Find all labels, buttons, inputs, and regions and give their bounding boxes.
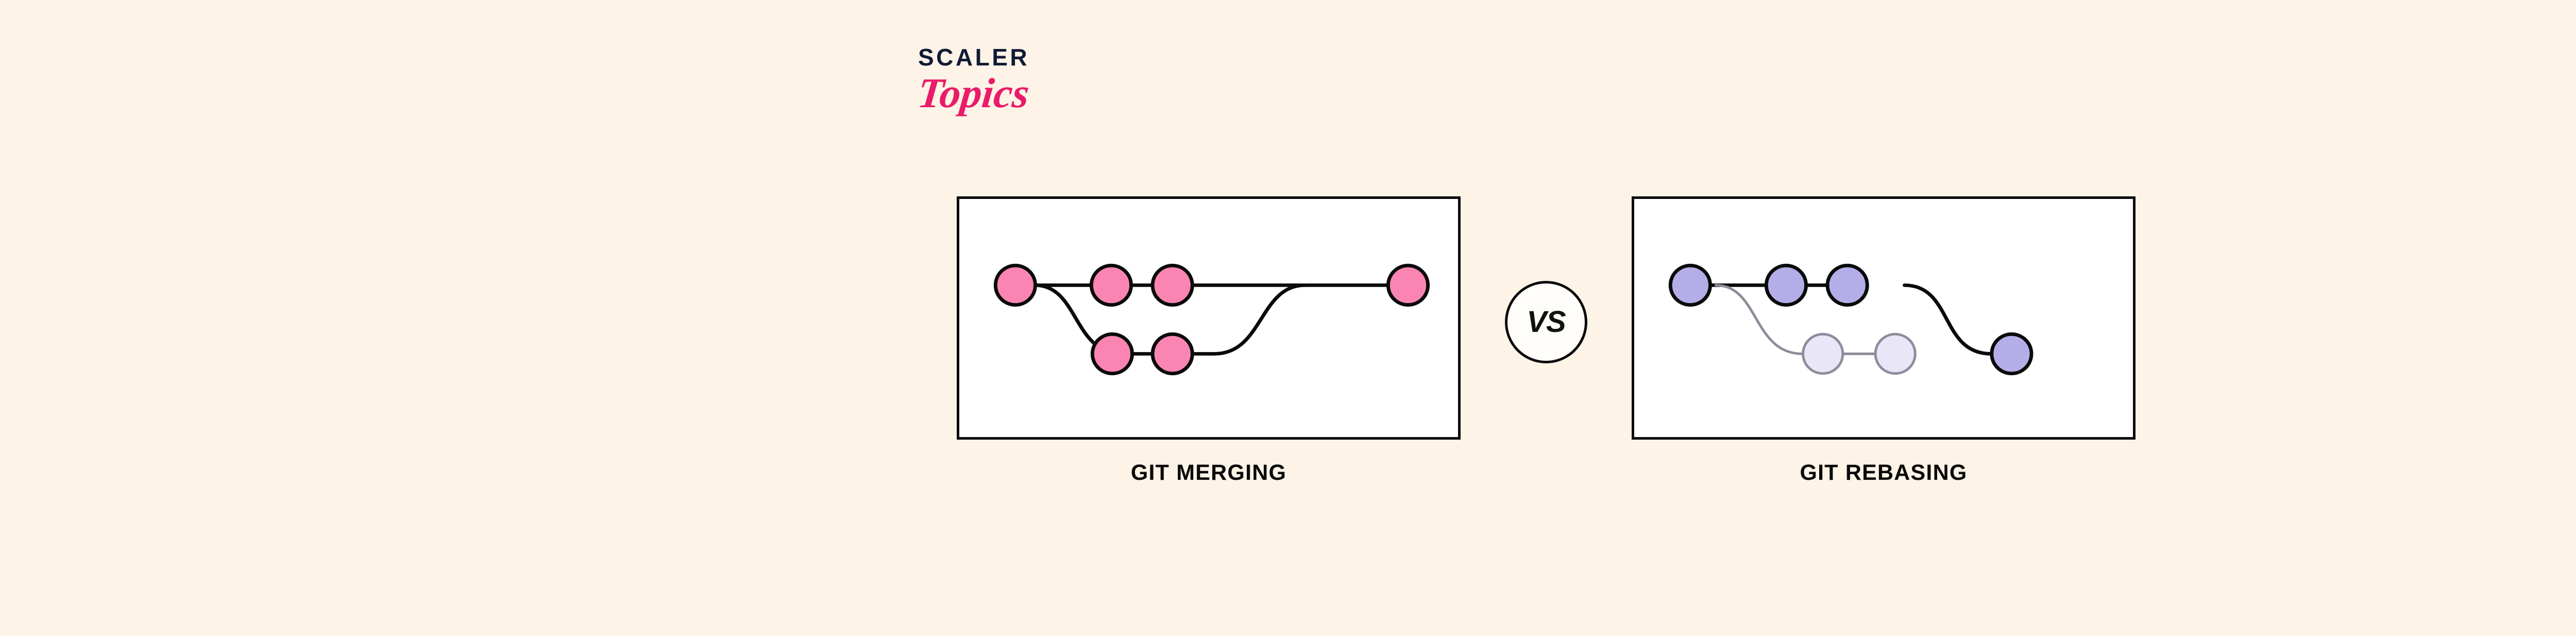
diagram-panel-git-rebasing	[1632, 196, 2136, 440]
commit-node-feature-2	[1150, 332, 1194, 376]
ghost-commit-node-2	[1874, 332, 1917, 375]
ghost-commit-node-1	[1802, 332, 1844, 375]
commit-node-main-2	[1764, 263, 1808, 307]
logo-wordmark-topics: Topics	[915, 70, 1032, 116]
ghost-branch-fork-curve	[1714, 283, 1804, 355]
commit-node-main-2	[1089, 263, 1133, 307]
commit-node-main-3	[1825, 263, 1869, 307]
commit-node-main-3	[1150, 263, 1194, 307]
git-rebasing-graph	[1668, 263, 2033, 376]
commit-node-main-1	[1668, 263, 1712, 307]
commit-node-rebased	[1990, 332, 2033, 376]
diagram-panel-git-merging	[957, 196, 1461, 440]
scaler-topics-logo: SCALER Topics	[915, 44, 1134, 133]
commit-node-main-4-merge	[1386, 263, 1430, 307]
logo-wordmark-scaler: SCALER	[918, 44, 1030, 71]
rebase-replay-curve	[1903, 283, 1993, 356]
caption-git-rebasing: GIT REBASING	[1800, 460, 1968, 485]
branch-merge-curve	[1212, 283, 1307, 356]
commit-node-main-1	[993, 263, 1037, 307]
git-merging-graph	[993, 263, 1430, 376]
caption-git-merging: GIT MERGING	[1130, 460, 1287, 485]
vs-label: VS	[1527, 305, 1566, 339]
commit-node-feature-1	[1090, 332, 1134, 376]
vs-separator-badge: VS	[1505, 281, 1587, 363]
